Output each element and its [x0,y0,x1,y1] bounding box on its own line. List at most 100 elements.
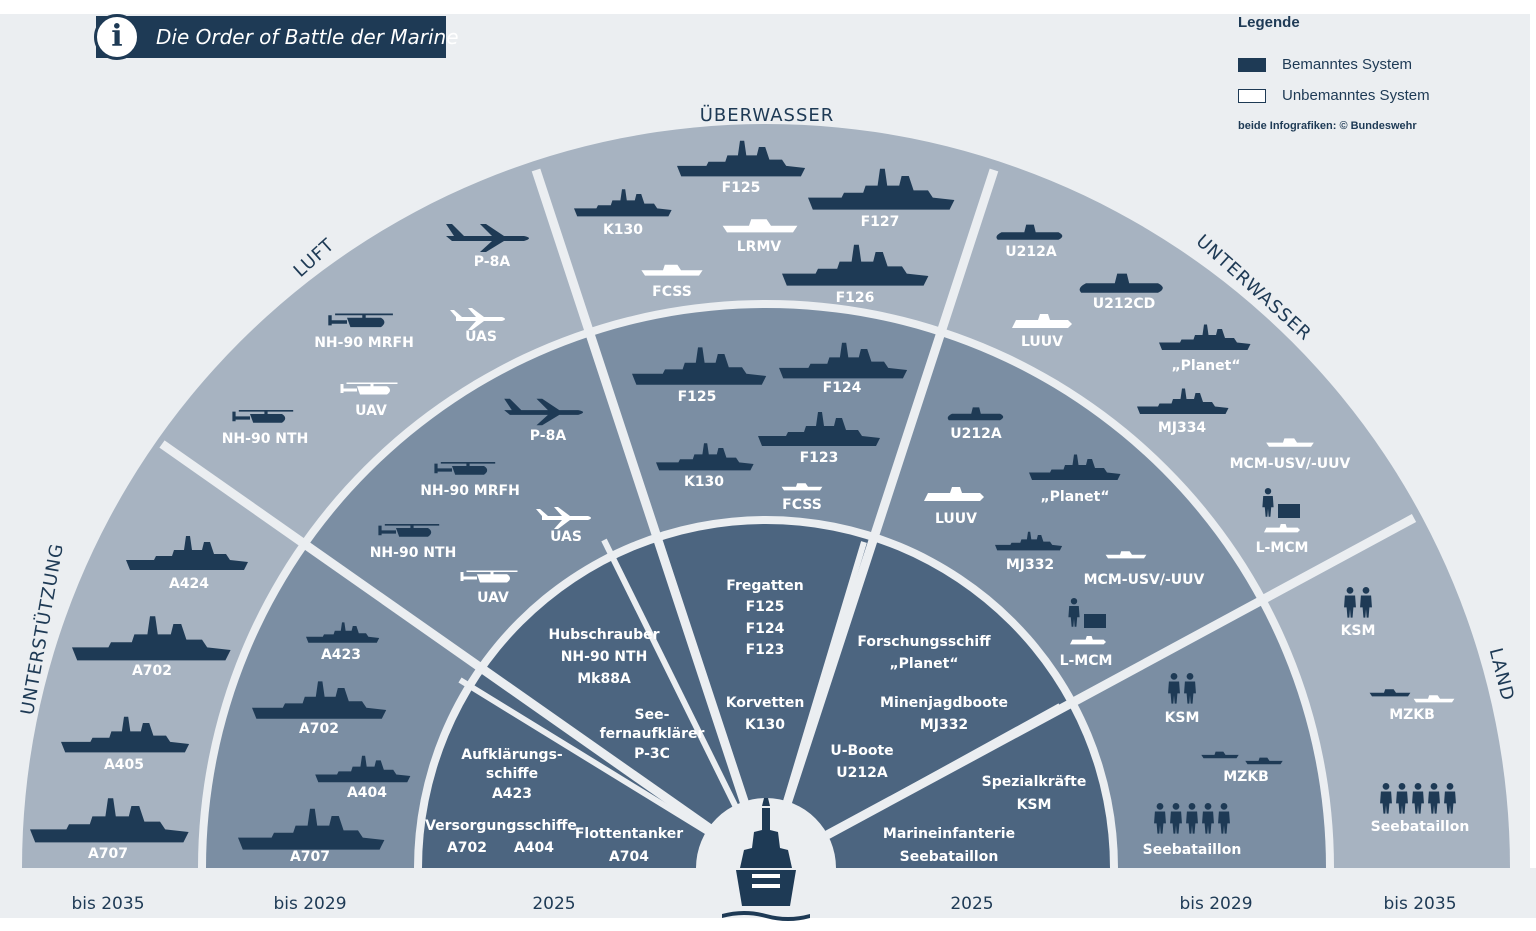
r2-f124: F124 [823,380,862,396]
year-right-core: 2025 [950,894,993,914]
r3-planet: „Planet“ [1171,358,1240,374]
core-f124: F124 [746,621,785,637]
r2-u212a: U212A [950,426,1002,442]
info-icon: i [94,14,140,60]
core-minenjagd: Minenjagdboote [880,695,1008,711]
ring2-labels: A423 A702 A404 A707 P-8A NH-90 MRFH UAS … [290,380,1269,865]
r3-a707: A707 [88,846,128,862]
year-left-core: 2025 [532,894,575,914]
core-see-1: See- [635,707,670,723]
core-nh90nth: NH-90 NTH [561,649,648,665]
r2-planet: „Planet“ [1040,489,1109,505]
r3-a424: A424 [169,576,209,592]
core-aufkl-1: Aufklärungs- [461,747,563,763]
r2-mzkb: MZKB [1223,769,1269,785]
r2-uav: UAV [477,590,509,606]
r3-lmcm: L-MCM [1256,540,1309,556]
core-f125: F125 [746,599,785,615]
r3-fcss: FCSS [652,284,692,300]
year-left-middle: bis 2029 [273,894,346,914]
r3-f126: F126 [836,290,875,306]
core-mk88a: Mk88A [577,671,631,687]
page-title: Die Order of Battle der Marine [156,25,459,49]
r3-p8a: P-8A [474,254,511,270]
r3-f127: F127 [861,214,900,230]
core-marineinf: Marineinfanterie [883,826,1015,842]
ring-core [422,524,1110,868]
r2-k130: K130 [684,474,724,490]
r2-a707: A707 [290,849,330,865]
r2-fcss: FCSS [782,497,822,513]
r2-nh90mrfh: NH-90 MRFH [420,483,520,499]
r2-luuv: LUUV [935,511,977,527]
core-f123: F123 [746,642,785,658]
r3-luuv: LUUV [1021,334,1063,350]
domain-surface: ÜBERWASSER [700,104,835,126]
r2-mcm: MCM-USV/-UUV [1084,572,1205,588]
legend-manned-label: Bemanntes System [1282,56,1413,73]
r2-a404: A404 [347,785,387,801]
r3-nh90mrfh: NH-90 MRFH [314,335,414,351]
r3-f125: F125 [722,180,761,196]
core-u212a: U212A [836,765,888,781]
r3-lrmv: LRMV [737,239,782,255]
core-flottentanker: Flottentanker [575,826,683,842]
core-fregatten: Fregatten [726,578,803,594]
core-forschung: Forschungsschiff [857,634,991,650]
r3-uav: UAV [355,403,387,419]
core-a404: A404 [514,840,554,856]
core-hubschrauber: Hubschrauber [548,627,659,643]
r3-nh90nth: NH-90 NTH [222,431,309,447]
legend: Legende Bemanntes System Unbemanntes Sys… [1238,14,1518,132]
r3-a405: A405 [104,757,144,773]
core-labels: Versorgungsschiffe A702 A404 Aufklärungs… [425,578,1086,865]
r3-mcm: MCM-USV/-UUV [1230,456,1351,472]
r3-mj334: MJ334 [1158,420,1207,436]
r2-f125: F125 [678,389,717,405]
core-planet: „Planet“ [889,656,958,672]
legend-title: Legende [1238,14,1300,31]
r2-a702: A702 [299,721,339,737]
ring3-labels: A424 A702 A405 A707 P-8A NH-90 MRFH UAS … [88,180,1469,862]
r2-mj332: MJ332 [1006,557,1054,573]
year-right-middle: bis 2029 [1179,894,1252,914]
r2-nh90nth: NH-90 NTH [370,545,457,561]
legend-swatch-manned [1238,58,1266,72]
core-see-2: fernaufklärer [600,726,705,742]
core-seebat: Seebataillon [900,849,999,865]
r3-k130: K130 [603,222,643,238]
r3-u212a: U212A [1005,244,1057,260]
title-banner: Die Order of Battle der Marine [96,16,459,58]
r2-lmcm: L-MCM [1060,653,1113,669]
r2-uas: UAS [550,529,582,545]
core-aufkl-2: schiffe [486,766,538,782]
legend-unmanned-label: Unbemanntes System [1282,87,1430,104]
r3-seebat: Seebataillon [1371,819,1470,835]
core-versorgung: Versorgungsschiffe [425,818,577,834]
core-a702: A702 [447,840,487,856]
r3-a702: A702 [132,663,172,679]
r3-ksm: KSM [1341,623,1376,639]
core-uboote: U-Boote [830,743,893,759]
legend-credit: beide Infografiken: © Bundeswehr [1238,120,1417,132]
year-right-outer: bis 2035 [1383,894,1456,914]
core-spezial: Spezialkräfte [982,774,1087,790]
r3-u212cd: U212CD [1093,296,1156,312]
r2-f123: F123 [800,450,839,466]
r2-a423: A423 [321,647,361,663]
year-left-outer: bis 2035 [71,894,144,914]
core-a423: A423 [492,786,532,802]
r2-seebat: Seebataillon [1143,842,1242,858]
r2-p8a: P-8A [530,428,567,444]
core-mj332: MJ332 [920,717,968,733]
core-k130: K130 [745,717,785,733]
r3-mzkb: MZKB [1389,707,1435,723]
legend-swatch-unmanned [1238,89,1266,103]
r3-uas: UAS [465,329,497,345]
core-korvetten: Korvetten [726,695,805,711]
core-a704: A704 [609,849,649,865]
r2-ksm: KSM [1165,710,1200,726]
core-p3c: P-3C [634,746,670,762]
core-ksm: KSM [1017,797,1052,813]
